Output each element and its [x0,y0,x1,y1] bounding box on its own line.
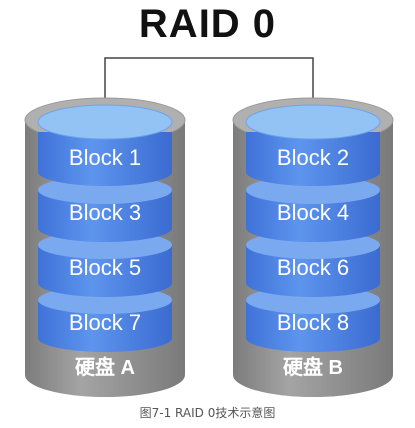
figure-caption: 图7-1 RAID 0技术示意图 [139,406,276,420]
block-label: Block 6 [277,255,349,280]
block-label: Block 8 [277,310,349,335]
block-label: Block 4 [277,200,349,225]
disk-a-label: 硬盘 A [75,355,135,379]
disk-b-label: 硬盘 B [283,355,343,379]
block-label: Block 5 [69,255,141,280]
disk-b-block-2: Block 2 [245,104,381,186]
stripe-connector [104,57,314,115]
disk-a: Block 7 Block 5 Block 3 Block 1 硬盘 A [24,97,186,397]
block-label: Block 2 [277,145,349,170]
disk-a-block-1: Block 1 [37,104,173,186]
block-label: Block 3 [69,200,141,225]
diagram-title: RAID 0 [138,2,277,46]
block-label: Block 7 [69,310,141,335]
block-label: Block 1 [69,145,141,170]
disk-b: Block 8 Block 6 Block 4 Block 2 硬盘 B [232,97,394,397]
